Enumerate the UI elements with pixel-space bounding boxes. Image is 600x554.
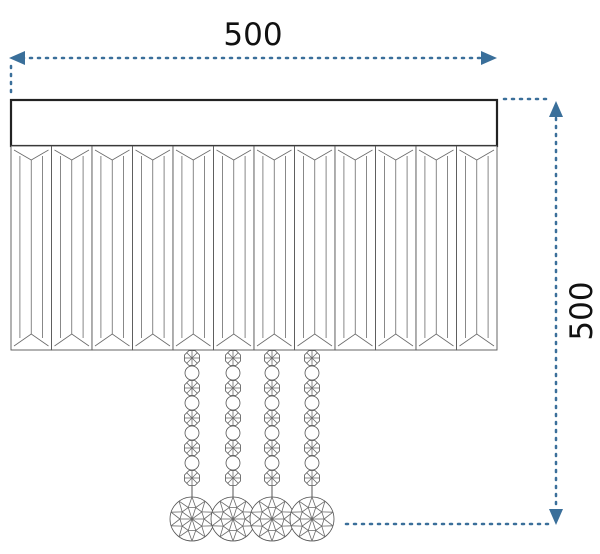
- round-bead: [264, 455, 280, 471]
- faceted-crystal-ball: [289, 496, 335, 542]
- faceted-crystal-ball: [249, 496, 295, 542]
- octagon-bead: [184, 380, 200, 396]
- crystal-prism: [375, 145, 417, 351]
- faceted-crystal-ball: [169, 496, 215, 542]
- round-bead: [225, 425, 241, 441]
- octagon-bead: [184, 440, 200, 456]
- octagon-bead: [225, 470, 241, 486]
- crystal-prism: [253, 145, 295, 351]
- round-bead: [264, 395, 280, 411]
- round-bead: [264, 425, 280, 441]
- octagon-bead: [304, 380, 320, 396]
- octagon-bead: [184, 470, 200, 486]
- width-arrow-left: [9, 51, 25, 65]
- octagon-bead: [304, 410, 320, 426]
- round-bead: [304, 395, 320, 411]
- crystal-strand: [289, 350, 335, 542]
- octagon-bead: [184, 350, 200, 366]
- round-bead: [304, 365, 320, 381]
- octagon-bead: [264, 350, 280, 366]
- crystal-prism: [334, 145, 376, 351]
- crystal-strand: [169, 350, 215, 542]
- round-bead: [184, 455, 200, 471]
- round-bead: [184, 425, 200, 441]
- crystal-prism: [456, 145, 498, 351]
- octagon-bead: [304, 350, 320, 366]
- octagon-bead: [304, 440, 320, 456]
- octagon-bead: [225, 380, 241, 396]
- octagon-bead: [264, 410, 280, 426]
- crystal-prism: [10, 145, 52, 351]
- height-arrow-top: [549, 101, 563, 117]
- round-bead: [225, 365, 241, 381]
- crystal-prism: [132, 145, 174, 351]
- octagon-bead: [225, 410, 241, 426]
- crystal-prism: [294, 145, 336, 351]
- crystal-strand: [210, 350, 256, 542]
- round-bead: [225, 455, 241, 471]
- round-bead: [304, 455, 320, 471]
- ceiling-canopy: [9, 98, 499, 148]
- round-bead: [264, 365, 280, 381]
- octagon-bead: [304, 470, 320, 486]
- faceted-crystal-ball: [210, 496, 256, 542]
- crystal-prism: [213, 145, 255, 351]
- octagon-bead: [264, 380, 280, 396]
- height-arrow-bottom: [549, 509, 563, 525]
- width-arrow-right: [481, 51, 497, 65]
- octagon-bead: [184, 410, 200, 426]
- round-bead: [184, 395, 200, 411]
- width-dimension-label: 500: [223, 17, 282, 53]
- crystal-prism: [91, 145, 133, 351]
- round-bead: [225, 395, 241, 411]
- crystal-prism-curtain: [10, 145, 498, 351]
- octagon-bead: [225, 350, 241, 366]
- round-bead: [304, 425, 320, 441]
- crystal-pendant-strands: [169, 350, 335, 542]
- width-dimension: 500: [9, 17, 497, 98]
- round-bead: [184, 365, 200, 381]
- octagon-bead: [264, 440, 280, 456]
- octagon-bead: [225, 440, 241, 456]
- height-dimension: 500: [344, 97, 600, 526]
- height-dimension-label: 500: [564, 281, 600, 340]
- crystal-prism: [51, 145, 93, 351]
- octagon-bead: [264, 470, 280, 486]
- crystal-strand: [249, 350, 295, 542]
- crystal-prism: [415, 145, 457, 351]
- crystal-prism: [172, 145, 214, 351]
